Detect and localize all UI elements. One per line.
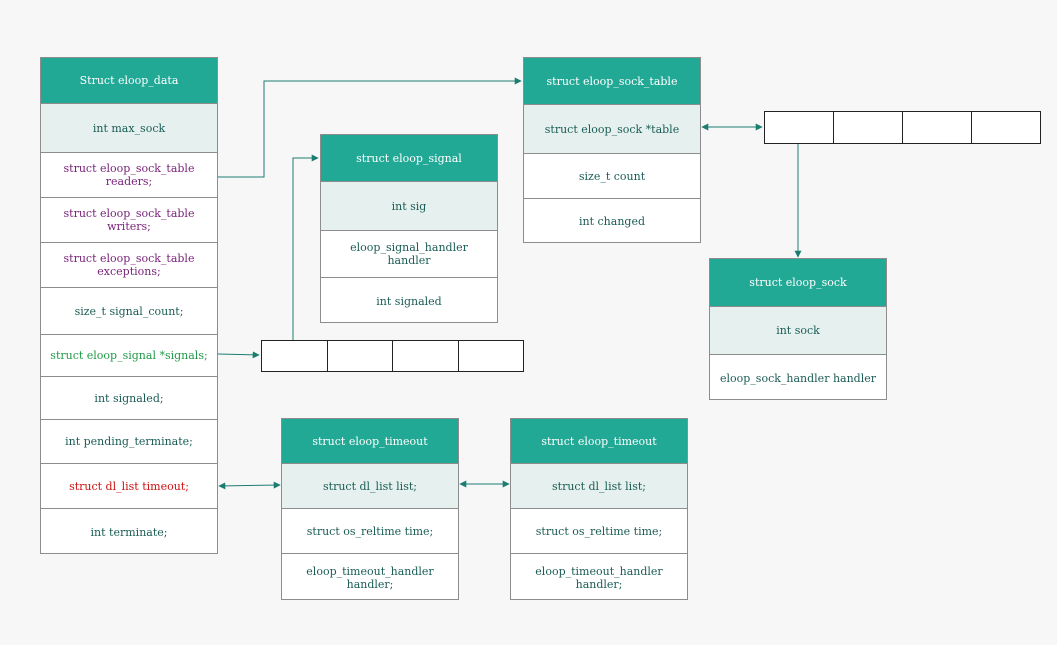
- field-sock: int sock: [710, 306, 886, 354]
- field-sig: int sig: [321, 181, 497, 230]
- eloop-signal-struct: struct eloop_signal int sig eloop_signal…: [320, 134, 498, 323]
- field-signal-count: size_t signal_count;: [41, 287, 217, 334]
- array-cell: [262, 341, 327, 371]
- eloop-sock-struct: struct eloop_sock int sock eloop_sock_ha…: [709, 258, 887, 400]
- field-signals: struct eloop_signal *signals;: [41, 334, 217, 376]
- field-time: struct os_reltime time;: [511, 508, 687, 553]
- field-table: struct eloop_sock *table: [524, 104, 700, 153]
- struct-title: Struct eloop_data: [41, 58, 217, 103]
- array-cell: [765, 112, 833, 143]
- field-handler: eloop_signal_handler handler: [321, 230, 497, 277]
- array-cell: [326, 341, 393, 371]
- struct-title: struct eloop_timeout: [511, 419, 687, 463]
- sock-table-array: [764, 111, 1041, 144]
- field-count: size_t count: [524, 153, 700, 198]
- connector-signals-to-array: [217, 351, 260, 359]
- signals-array: [261, 340, 524, 372]
- field-terminate: int terminate;: [41, 508, 217, 555]
- field-handler: eloop_sock_handler handler: [710, 354, 886, 401]
- field-list: struct dl_list list;: [511, 463, 687, 508]
- field-signaled: int signaled: [321, 277, 497, 324]
- connector-signal-array-to-eloop-signal: [292, 154, 319, 341]
- struct-title: struct eloop_timeout: [282, 419, 458, 463]
- field-pending-terminate: int pending_terminate;: [41, 419, 217, 463]
- eloop-data-struct: Struct eloop_data int max_sock struct el…: [40, 57, 218, 554]
- field-timeout: struct dl_list timeout;: [41, 463, 217, 508]
- struct-title: struct eloop_sock: [710, 259, 886, 306]
- array-cell: [971, 112, 1040, 143]
- field-handler: eloop_timeout_handler handler;: [511, 553, 687, 601]
- field-changed: int changed: [524, 198, 700, 244]
- struct-title: struct eloop_signal: [321, 135, 497, 181]
- array-cell: [833, 112, 902, 143]
- struct-title: struct eloop_sock_table: [524, 58, 700, 104]
- field-signaled: int signaled;: [41, 376, 217, 419]
- eloop-sock-table-struct: struct eloop_sock_table struct eloop_soc…: [523, 57, 701, 243]
- field-writers: struct eloop_sock_table writers;: [41, 197, 217, 242]
- field-readers: struct eloop_sock_table readers;: [41, 152, 217, 197]
- field-max-sock: int max_sock: [41, 103, 217, 152]
- field-exceptions: struct eloop_sock_table exceptions;: [41, 242, 217, 287]
- array-cell: [392, 341, 458, 371]
- connector-readers-to-sock-table: [218, 77, 522, 178]
- eloop-timeout-struct-1: struct eloop_timeout struct dl_list list…: [281, 418, 459, 600]
- field-handler: eloop_timeout_handler handler;: [282, 553, 458, 601]
- field-list: struct dl_list list;: [282, 463, 458, 508]
- eloop-timeout-struct-2: struct eloop_timeout struct dl_list list…: [510, 418, 688, 600]
- field-time: struct os_reltime time;: [282, 508, 458, 553]
- connector-timeout-to-timeout-a: [218, 481, 281, 490]
- array-cell: [902, 112, 971, 143]
- array-cell: [457, 341, 524, 371]
